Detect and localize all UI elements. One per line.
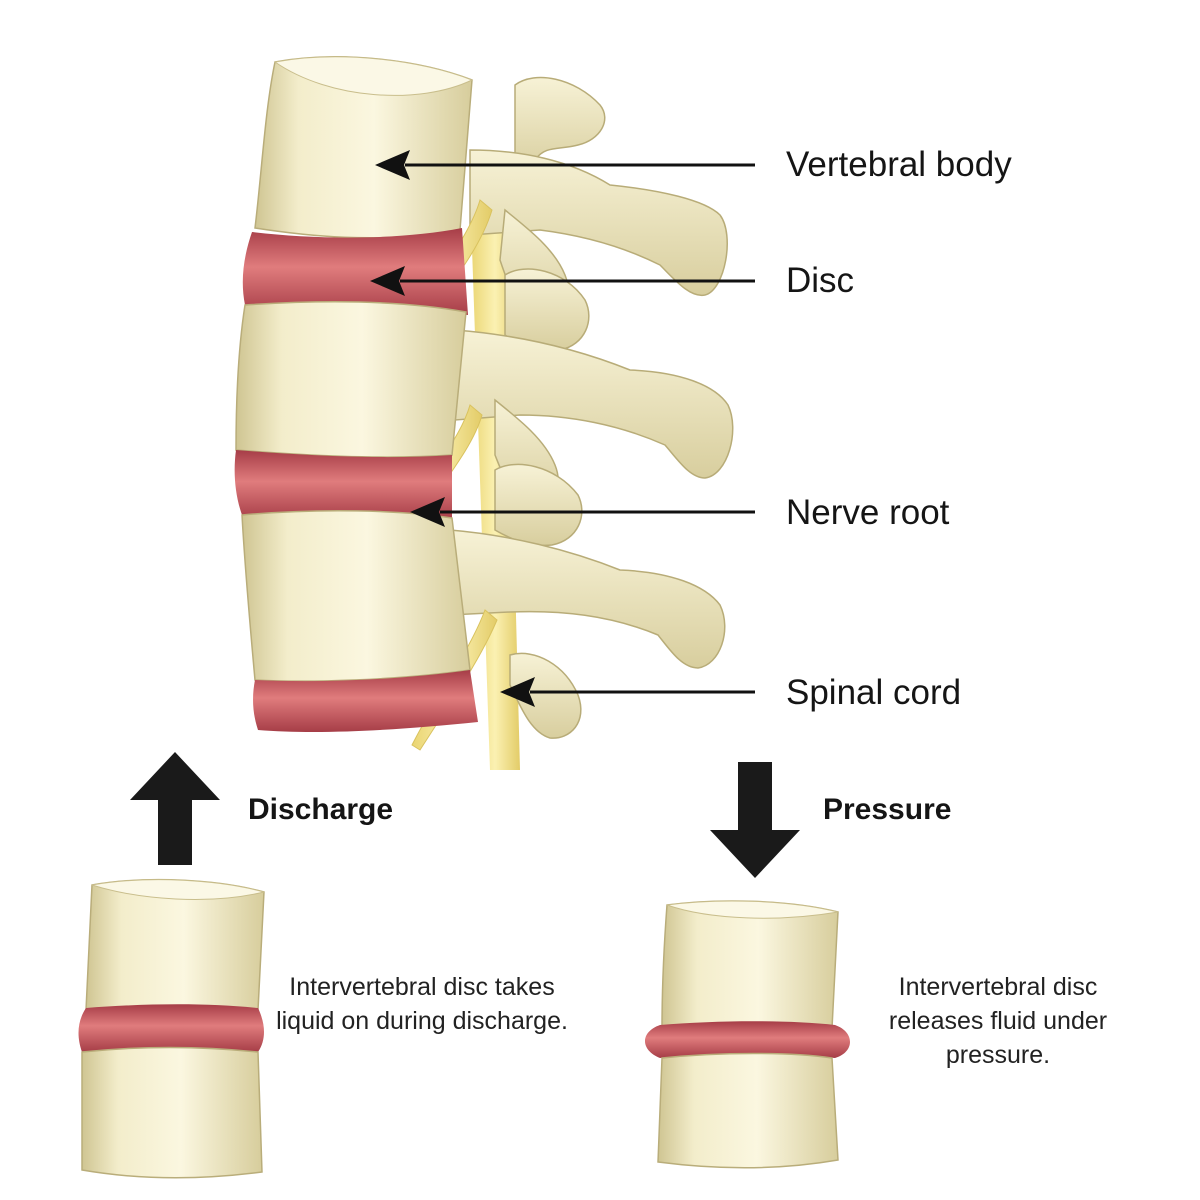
vertebral-body-lower [241,509,471,682]
vertebral-processes [449,76,734,739]
pressure-description: Intervertebral disc releases fluid under… [888,973,1108,1069]
pressure-down-arrow [710,762,800,878]
pointer-disc-arrowhead [370,266,405,296]
disc-upper [242,228,468,315]
discharge-description: Intervertebral disc takes liquid on duri… [276,973,568,1035]
pressure-segment [645,900,850,1169]
discharge-up-arrow [130,752,220,865]
pointer-spinal-cord-arrowhead [500,677,535,707]
label-nerve-root: Nerve root [786,493,950,532]
label-pointers [370,150,755,707]
label-vertebral-body: Vertebral body [786,145,1012,184]
disc-middle [234,450,452,520]
discharge-segment [78,878,265,1179]
disc-lower [253,670,478,733]
pressure-title: Pressure [823,793,952,826]
disc-expanded [78,1004,264,1052]
label-disc: Disc [786,261,855,300]
vertebral-body-middle [235,301,467,458]
pointer-vertebral-body-arrowhead [375,150,410,180]
discharge-title: Discharge [248,793,394,826]
pointer-nerve-root-arrowhead [410,497,445,527]
vertebral-column [234,56,478,733]
disc-compressed [645,1021,850,1058]
label-spinal-cord: Spinal cord [786,673,962,712]
